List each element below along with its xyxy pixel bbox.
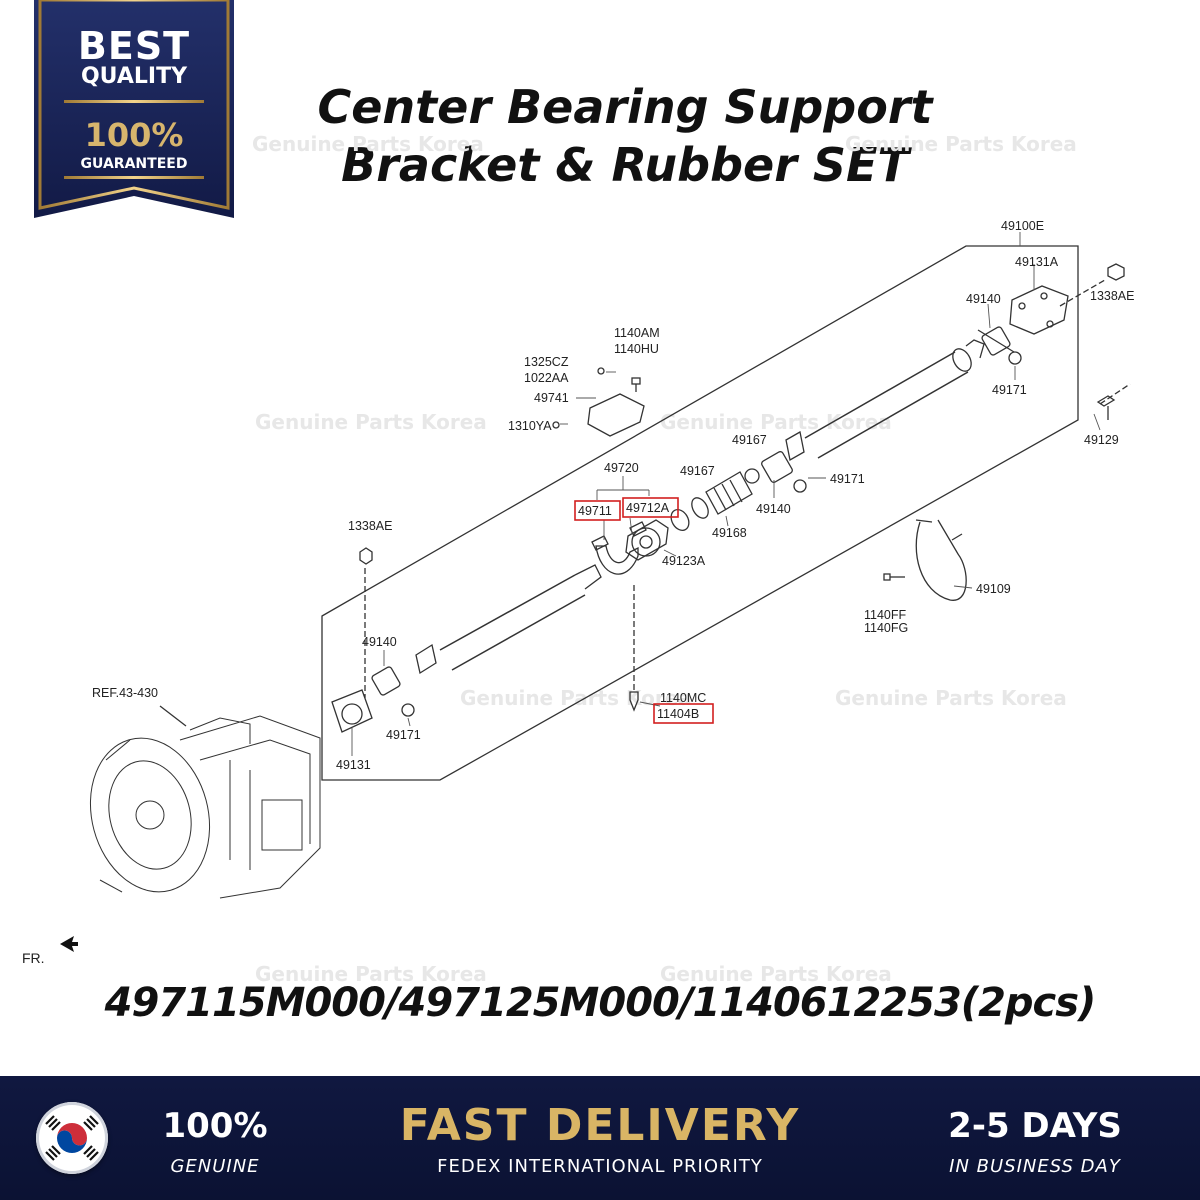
label-49741: 49741 [534,391,569,405]
page-title-line1: Center Bearing Support [317,80,933,134]
badge-best: BEST [77,24,191,68]
label-49167-b: 49167 [680,464,715,478]
support-bracket-icon [591,521,647,575]
label-49109: 49109 [976,582,1011,596]
genuine-label: GENUINE [170,1156,260,1177]
flange-yoke-icon [1009,285,1069,335]
korea-flag-icon [36,1102,108,1174]
watermark: Genuine Parts Korea [252,132,484,156]
label-49167-a: 49167 [732,433,767,447]
label-49712A: 49712A [626,501,670,515]
label-1325CZ: 1325CZ [524,355,569,369]
genuine-percent: 100% [162,1106,268,1146]
watermark: Genuine Parts Korea [660,410,892,434]
label-1140HU: 1140HU [614,342,659,356]
highlight-box-49712A [622,497,679,518]
quality-badge: BEST QUALITY 100% GUARANTEED [34,0,234,218]
label-ref-43-430: REF.43-430 [92,686,158,700]
delivery-days: 2-5 DAYS [948,1106,1122,1146]
part-numbers: 497115M000/497125M000/1140612253(2pcs) [104,980,1097,1026]
label-1140AM: 1140AM [614,326,660,340]
front-indicator-label: FR. [22,950,45,966]
label-49168: 49168 [712,526,747,540]
label-49131A: 49131A [1015,255,1059,269]
label-49171-low: 49171 [386,728,421,742]
label-49171-mid: 49171 [830,472,865,486]
label-49140-top: 49140 [966,292,1001,306]
badge-quality: QUALITY [80,64,188,89]
assembly-outline [321,245,1079,781]
badge-guaranteed: GUARANTEED [80,156,188,172]
label-49171-top: 49171 [992,383,1027,397]
fast-delivery-heading: FAST DELIVERY [399,1100,801,1151]
label-1310YA: 1310YA [508,419,552,433]
label-49100E: 49100E [1001,219,1044,233]
watermark: Genuine Parts Korea [660,962,892,986]
badge-percent: 100% [84,116,184,154]
watermark: Genuine Parts Korea [255,410,487,434]
label-1338AE-left: 1338AE [348,519,392,533]
strap-icon [915,519,967,601]
watermark: Genuine Parts Korea [460,686,692,710]
label-1022AA: 1022AA [524,371,569,385]
label-49711: 49711 [578,504,612,518]
label-1140FG: 1140FG [864,621,908,635]
watermark: Genuine Parts Korea [845,132,1077,156]
highlight-box-49711 [574,500,621,521]
transmission-icon [89,715,321,899]
label-1338AE-top: 1338AE [1090,289,1134,303]
watermark: Genuine Parts Korea [255,962,487,986]
highlight-box-11404B [653,703,714,724]
universal-joint-icon [977,326,1015,356]
label-49720: 49720 [604,461,639,475]
label-49140-low: 49140 [362,635,397,649]
label-11404B: 11404B [657,707,699,721]
label-49123A: 49123A [662,554,706,568]
rubber-boot-icon [705,471,753,515]
watermark: Genuine Parts Korea [835,686,1067,710]
label-1140MC: 1140MC [660,691,706,705]
label-49140-mid: 49140 [756,502,791,516]
footer-banner: 100% GENUINE FAST DELIVERY FEDEX INTERNA… [0,1076,1200,1200]
badge-ribbon-shape [34,0,234,218]
label-49129: 49129 [1084,433,1119,447]
front-arrow-icon [60,936,78,952]
exploded-parts-diagram: 49100E 49131A 1338AE 49140 49171 49129 1… [60,219,1134,952]
label-49131: 49131 [336,758,371,772]
page-title-line2: Bracket & Rubber SET [341,138,909,192]
center-bearing-icon [625,519,669,561]
fedex-label: FEDEX INTERNATIONAL PRIORITY [437,1156,763,1177]
label-1140FF: 1140FF [864,608,907,622]
business-day-label: IN BUSINESS DAY [949,1156,1121,1177]
